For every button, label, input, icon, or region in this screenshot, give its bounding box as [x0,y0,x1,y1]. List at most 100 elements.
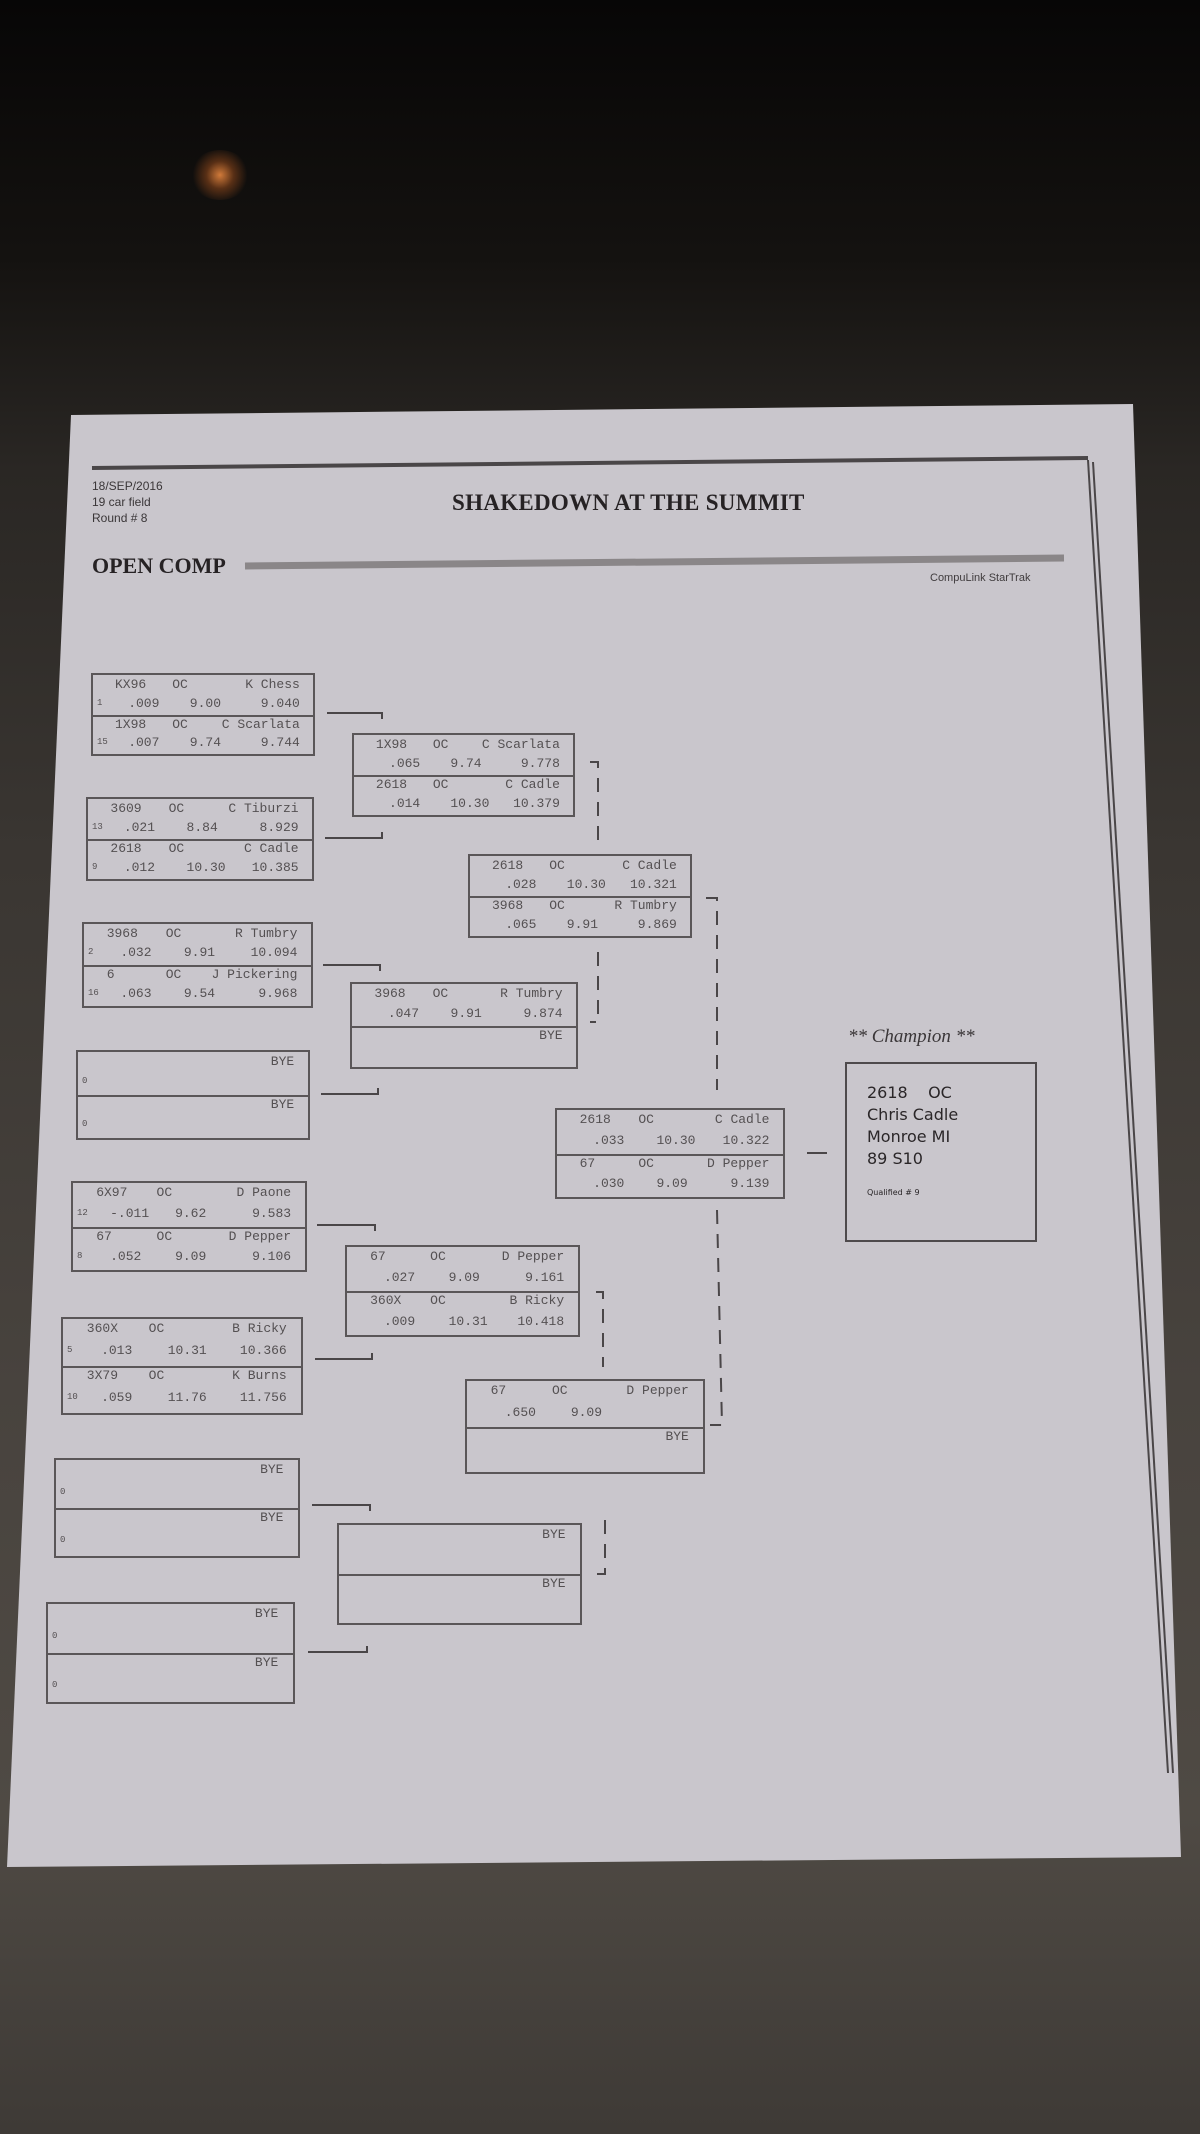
entry-rt: .028 [505,876,537,892]
entry-seed: 13 [92,821,103,832]
entry-driver: C Cadle [622,858,677,873]
entry-cls: OC [638,1112,654,1127]
entry-driver: BYE [260,1510,284,1525]
entry-cls: OC [638,1155,654,1171]
entry-dial: 10.30 [450,795,490,811]
entry-driver: B Ricky [509,1293,565,1308]
entry-et: 9.778 [520,755,560,771]
entry-seed: 10 [67,1392,78,1403]
entry-dial: 10.31 [167,1343,207,1359]
entry-car: 2618 [110,841,142,856]
entry-seed: 1 [97,697,103,708]
entry-rt: .033 [593,1132,625,1148]
entry-rt: .012 [123,859,156,875]
entry-et: 9.968 [258,986,298,1002]
entry-et: 10.385 [251,859,299,875]
entry-rt: .014 [389,795,421,811]
entry-car: 360X [86,1321,119,1336]
brand-label: CompuLink StarTrak [930,572,1031,584]
entry-dial: 9.54 [183,986,216,1002]
paper [7,404,1181,1867]
entry-car: 2618 [492,858,524,873]
entry-et: 10.094 [250,945,298,961]
entry-driver: C Cadle [505,777,560,792]
entry-dial: 9.09 [448,1269,480,1285]
entry-dial: 9.91 [183,945,216,961]
entry-dial: 8.84 [186,819,218,835]
entry-cls: OC [168,841,185,856]
entry-car: 3968 [492,898,524,913]
event-title: SHAKEDOWN AT THE SUMMIT [452,490,805,515]
entry-car: 3X79 [86,1368,119,1383]
entry-car: 2618 [375,777,408,792]
entry-dial: 9.91 [566,916,599,932]
entry-seed: 9 [92,861,98,872]
entry-dial: 9.91 [450,1005,482,1021]
car-field: 19 car field [92,495,151,509]
champion-box: 2618 OC Chris Cadle Monroe MI 89 S10 Qua… [845,1062,1037,1242]
entry-cls: OC [165,926,182,941]
entry-driver: B Ricky [232,1321,287,1336]
entry-et: 9.869 [637,916,677,932]
entry-rt: .013 [101,1343,133,1359]
section-rule [244,554,1065,570]
entry-cls: OC [551,1383,568,1398]
entry-et: 9.583 [252,1205,292,1221]
entry-et: 9.874 [523,1005,563,1021]
entry-seed: 15 [97,737,108,748]
entry-dial: 10.30 [566,876,606,892]
entry-driver: D Pepper [501,1249,565,1264]
entry-dial: 9.62 [175,1205,207,1221]
entry-dial: 9.09 [175,1249,207,1265]
entry-driver: BYE [542,1527,566,1542]
entry-seed: 0 [60,1486,66,1497]
entry-seed: 0 [52,1680,58,1691]
entry-driver: D Pepper [626,1383,689,1398]
entry-et: 9.040 [260,695,300,711]
entry-seed: 5 [67,1345,73,1356]
champion-hometown: Monroe MI [867,1127,951,1146]
entry-cls: OC [172,716,188,732]
entry-driver: K Chess [245,677,300,692]
entry-car: 3968 [374,986,406,1001]
entry-driver: D Paone [236,1185,292,1200]
entry-dial: 9.09 [570,1404,603,1420]
entry-rt: .027 [383,1269,416,1285]
entry-et: 10.322 [722,1132,770,1148]
entry-driver: BYE [270,1097,295,1112]
entry-cls: OC [165,967,182,982]
entry-driver: BYE [254,1606,279,1621]
entry-car: 67 [579,1155,596,1171]
entry-dial: 11.76 [167,1390,207,1406]
entry-cls: OC [430,1293,446,1308]
entry-seed: 16 [88,988,99,999]
entry-bot: BYE [352,1026,576,1068]
entry-driver: R Tumbry [614,898,677,913]
entry-driver: BYE [270,1054,295,1069]
entry-car: 1X98 [375,737,408,752]
entry-car: 3609 [110,801,142,816]
entry-cls: OC [432,986,449,1001]
entry-car: 67 [370,1249,386,1264]
entry-car: 2618 [579,1112,611,1127]
